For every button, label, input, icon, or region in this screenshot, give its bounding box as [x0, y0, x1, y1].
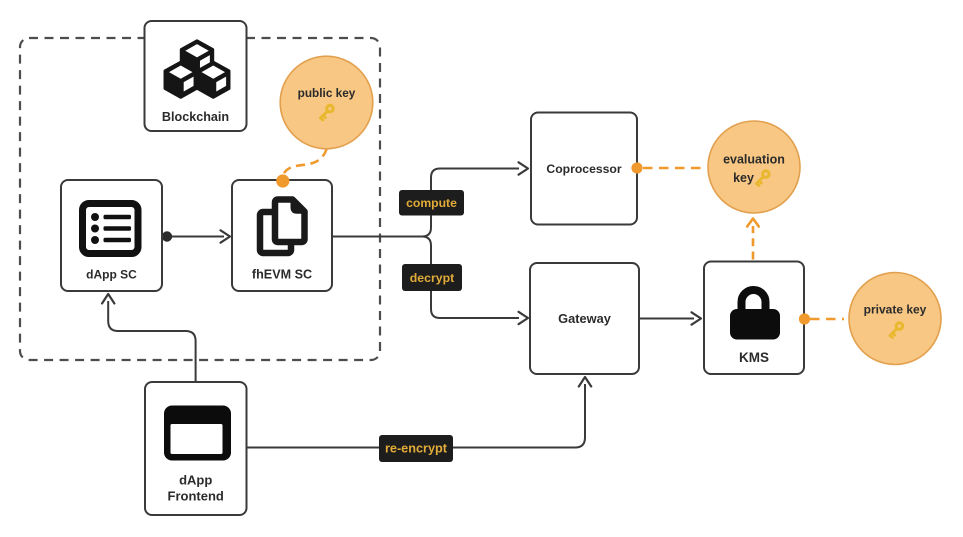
svg-text:private key: private key: [864, 303, 927, 317]
svg-text:fhEVM SC: fhEVM SC: [252, 268, 312, 282]
svg-text:evaluation: evaluation: [723, 153, 785, 167]
svg-text:Coprocessor: Coprocessor: [546, 162, 621, 176]
svg-text:dApp: dApp: [179, 473, 212, 488]
svg-text:compute: compute: [406, 196, 457, 210]
svg-text:Gateway: Gateway: [558, 311, 612, 326]
svg-text:dApp SC: dApp SC: [86, 268, 137, 282]
svg-text:public key: public key: [298, 86, 356, 100]
svg-text:key: key: [733, 171, 754, 185]
svg-text:re-encrypt: re-encrypt: [385, 442, 448, 456]
svg-text:Frontend: Frontend: [168, 489, 224, 504]
svg-text:KMS: KMS: [739, 350, 769, 365]
svg-text:Blockchain: Blockchain: [162, 110, 229, 124]
svg-text:decrypt: decrypt: [410, 271, 454, 285]
